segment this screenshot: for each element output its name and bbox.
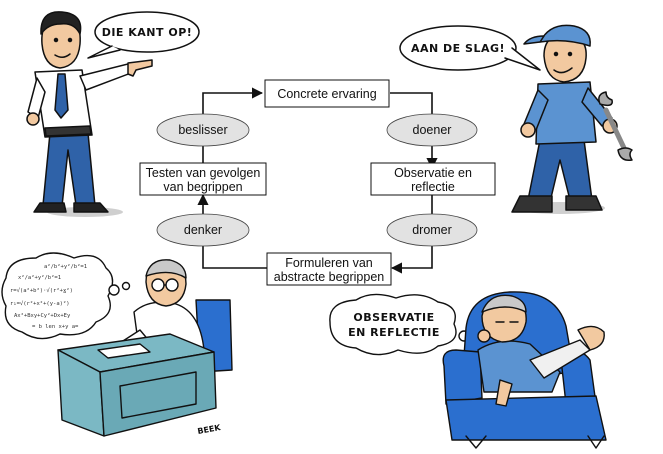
box-abstract-concepts: Formuleren van abstracte begrippen xyxy=(266,252,392,286)
formula-line-3: r=√(a²+b²)·√(r²+ɣ²) xyxy=(10,287,73,294)
box-concrete-experience: Concrete ervaring xyxy=(264,79,390,108)
dreamer-thought-cloud: OBSERVATIE EN REFLECTIE xyxy=(329,293,481,356)
box-abstract-concepts-line-1: Formuleren van xyxy=(285,256,373,270)
box-testing-implications-line-1: Testen van gevolgen xyxy=(146,166,261,180)
box-observation-reflection-line-1: Observatie en xyxy=(394,166,472,180)
pointing-man-cartoon: DIE KANT OP! xyxy=(26,11,200,217)
worker-cartoon: AAN DE SLAG! xyxy=(399,24,633,214)
worker-speech-text: AAN DE SLAG! xyxy=(411,42,505,55)
box-concrete-experience-line-1: Concrete ervaring xyxy=(277,87,376,101)
formula-line-1: a²/b²+y²/b²=1 xyxy=(44,263,87,270)
box-testing-implications: Testen van gevolgen van begrippen xyxy=(139,162,267,196)
artist-signature: BEEK xyxy=(197,423,222,436)
oval-dreamer-label: dromer xyxy=(412,223,452,237)
pointing-man-speech-bubble: DIE KANT OP! xyxy=(87,11,200,59)
oval-thinker-label: denker xyxy=(184,223,222,237)
formula-line-5: Ax²+Bxy+Cy²+Dx+Ey xyxy=(14,312,71,319)
dreamer-cartoon: OBSERVATIE EN REFLECTIE xyxy=(329,291,607,449)
formula-line-6: = b len x+y a= xyxy=(32,324,79,330)
box-observation-reflection-line-2: reflectie xyxy=(411,180,455,194)
box-observation-reflection: Observatie en reflectie xyxy=(370,162,496,196)
oval-dreamer: dromer xyxy=(386,213,478,247)
oval-decider: beslisser xyxy=(156,113,250,147)
box-abstract-concepts-line-2: abstracte begrippen xyxy=(274,270,385,284)
formula-line-4: r₁=√(r²+x²+(y-a)²) xyxy=(10,300,70,307)
thinker-cartoon: a²/b²+y²/b²=1 x²/a²+y²/b²=1 r=√(a²+b²)·√… xyxy=(1,252,233,437)
formula-line-2: x²/a²+y²/b²=1 xyxy=(18,274,61,281)
dreamer-thought-line-1: OBSERVATIE xyxy=(353,311,434,324)
oval-thinker: denker xyxy=(156,213,250,247)
oval-decider-label: beslisser xyxy=(178,123,227,137)
oval-doer: doener xyxy=(386,113,478,147)
formula-thought-cloud: a²/b²+y²/b²=1 x²/a²+y²/b²=1 r=√(a²+b²)·√… xyxy=(1,252,131,340)
box-testing-implications-line-2: van begrippen xyxy=(163,180,242,194)
oval-doer-label: doener xyxy=(413,123,452,137)
dreamer-thought-line-2: EN REFLECTIE xyxy=(348,326,440,339)
pointing-man-speech-text: DIE KANT OP! xyxy=(102,26,193,39)
wrench-icon xyxy=(598,91,633,162)
worker-speech-bubble: AAN DE SLAG! xyxy=(399,25,541,71)
